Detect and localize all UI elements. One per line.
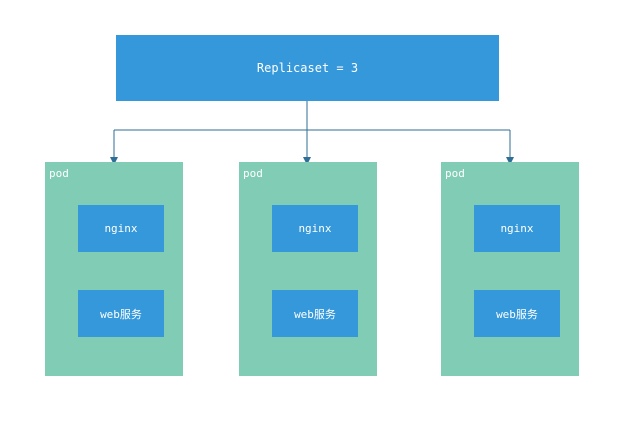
container-label: web服务: [496, 307, 538, 321]
pod-box-3[interactable]: pod nginx web服务: [441, 162, 579, 376]
container-web-service[interactable]: web服务: [78, 290, 164, 337]
container-label: nginx: [500, 222, 534, 235]
pod-label: pod: [49, 167, 69, 180]
container-nginx[interactable]: nginx: [78, 205, 164, 252]
replicaset-label: Replicaset = 3: [256, 61, 359, 75]
pod-box-1[interactable]: pod nginx web服务: [45, 162, 183, 376]
pod-label: pod: [243, 167, 263, 180]
container-nginx[interactable]: nginx: [474, 205, 560, 252]
container-label: web服务: [100, 307, 142, 321]
container-label: nginx: [104, 222, 138, 235]
replicaset-box[interactable]: Replicaset = 3: [116, 35, 499, 101]
container-nginx[interactable]: nginx: [272, 205, 358, 252]
container-web-service[interactable]: web服务: [272, 290, 358, 337]
pod-label: pod: [445, 167, 465, 180]
container-label: web服务: [294, 307, 336, 321]
container-web-service[interactable]: web服务: [474, 290, 560, 337]
pod-box-2[interactable]: pod nginx web服务: [239, 162, 377, 376]
container-label: nginx: [298, 222, 332, 235]
